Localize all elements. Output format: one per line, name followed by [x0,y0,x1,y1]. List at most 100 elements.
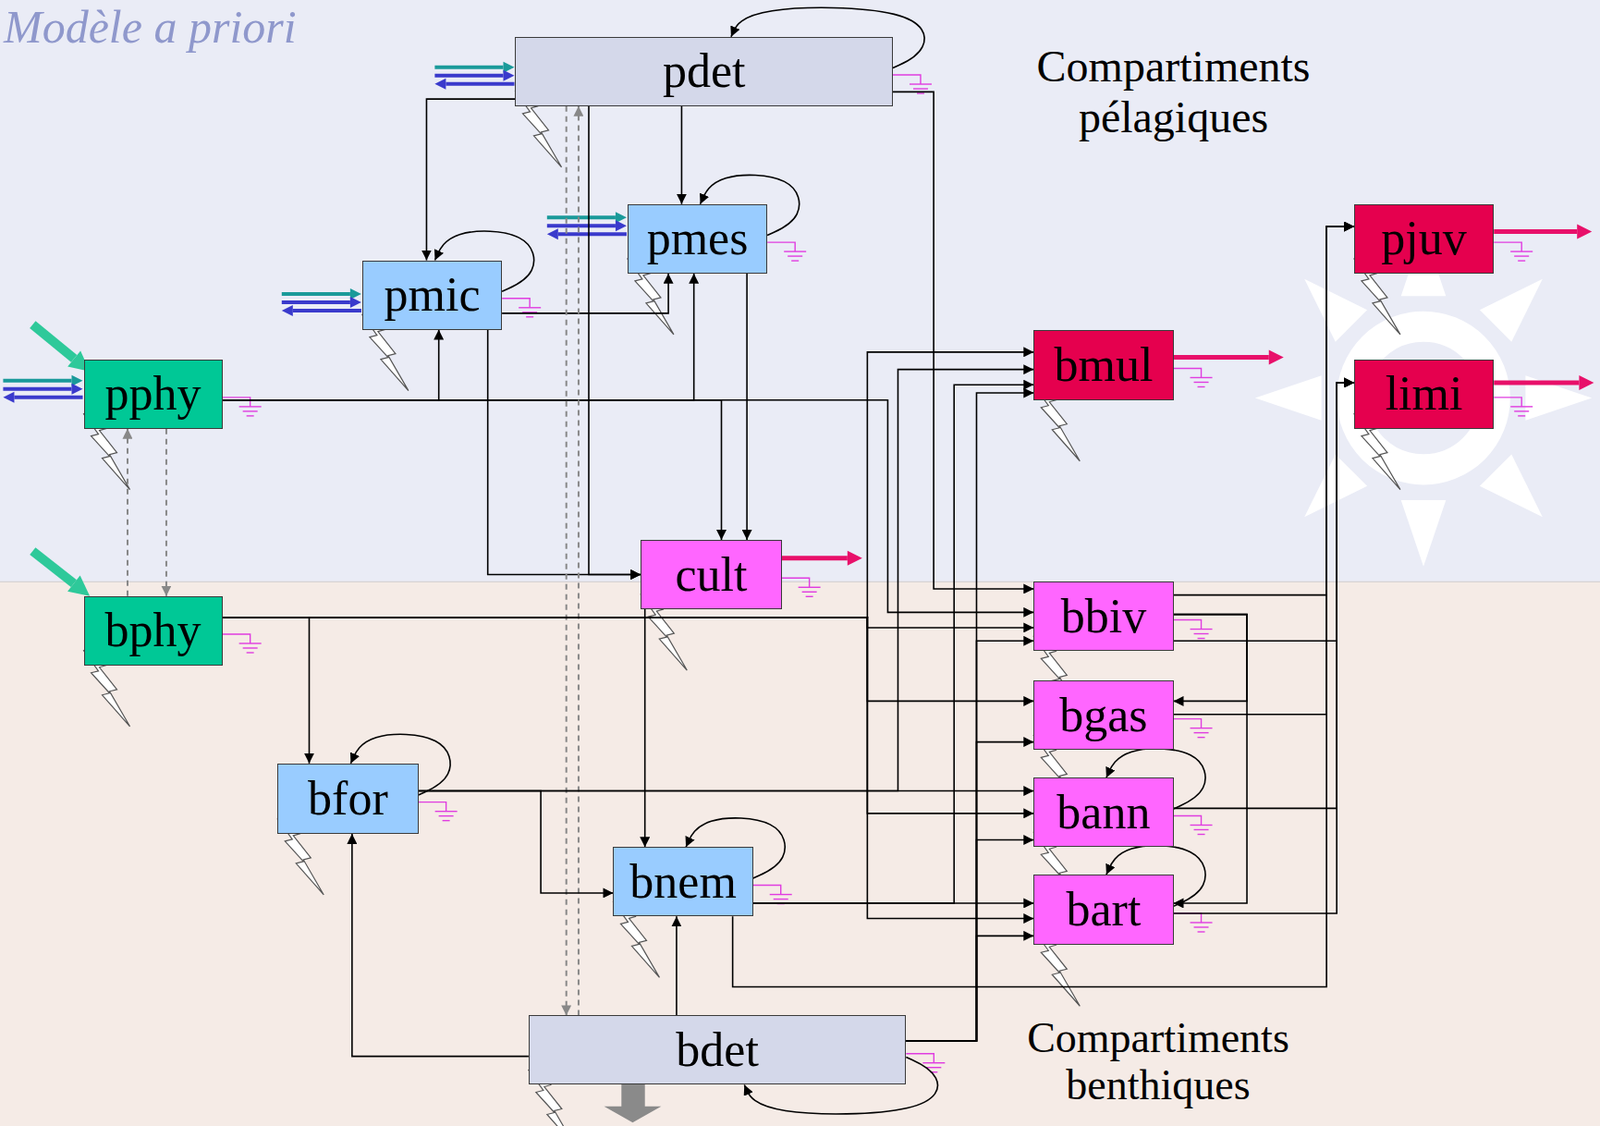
sun-ray [1479,279,1543,342]
arrow-head [502,70,514,82]
compartment-box: limi [1354,359,1494,429]
flow-arrow [905,392,1034,1041]
ground-bar [1194,732,1210,733]
flow-arrow [905,840,1034,1041]
ground-bar [439,815,454,817]
ground-bar [1194,829,1210,831]
exchange-arrow [2,391,83,404]
compartment-box: pjuv [1354,204,1494,274]
ground-bar [1190,628,1213,630]
exchange-arrow [2,383,83,395]
exchange-arrow [281,296,362,308]
ground-bar [1197,637,1206,639]
arrow-shaft [293,308,362,313]
exchange-arrow [281,305,362,317]
ground-bar [1190,921,1213,923]
arrow-shaft [13,395,83,400]
ground-bar [246,415,255,416]
region-label: Compartiments benthiques [982,1014,1334,1109]
flow-arrow [222,617,310,764]
ground-symbol [222,634,262,653]
flow-arrow [644,609,647,847]
ground-wire [767,242,795,252]
compartment-name: bann [1056,788,1150,837]
exchange-arrow [547,228,627,240]
ground-bar [525,316,534,318]
flow-arrow [732,226,1355,987]
arrow-head [434,78,446,90]
flow-arrow [501,273,669,314]
ground-symbol [753,885,793,904]
compartment-box: pmes [627,204,768,274]
exchange-arrow [434,61,514,74]
arrow-shaft [434,65,503,70]
exchange-arrow [434,70,514,82]
ground-bar [1190,377,1213,379]
flow-arrow [1173,226,1355,715]
arrow-head [615,219,627,232]
ground-bar [783,250,807,252]
ground-wire [1173,913,1202,923]
exchange-link [565,106,568,1016]
ground-symbol [892,74,932,94]
flow-arrow [675,916,678,1015]
arrow-shaft [547,215,616,220]
flow-arrow [1173,382,1355,914]
ground-bar [1517,259,1526,261]
ground-bar [243,647,258,648]
exchange-link [577,106,580,1016]
light-arrow [32,550,90,597]
sun-ray [1401,500,1447,567]
ground-bar [1194,381,1210,383]
arrow-head [72,383,84,395]
sun-ray [1255,375,1322,421]
exchange-link [165,428,168,597]
flow-arrow [222,352,1035,618]
ground-wire [1173,620,1202,630]
flow-arrow [1173,614,1248,702]
ground-wire [1173,367,1202,378]
ground-bar [239,405,262,407]
ground-bar [806,596,814,598]
ground-wire [892,74,921,85]
flow-arrow [352,833,529,1057]
ground-bar [773,898,789,900]
exchange-arrow [547,211,627,223]
flow-arrow [892,91,1034,589]
ground-symbol [418,802,458,821]
arrow-head [1269,349,1284,365]
ground-bar [518,306,541,308]
arrow-head [1576,224,1592,240]
flow-arrow [905,640,1034,1041]
ground-bar [802,591,818,593]
ground-symbol [1493,242,1533,261]
ground-bar [913,87,929,89]
arrow-shaft [2,378,72,383]
arrow-shaft [32,550,74,584]
compartment-name: pphy [105,369,202,418]
flow-arrow [905,935,1034,1041]
ground-symbol [1173,816,1213,835]
ground-wire [222,634,251,644]
compartment-box: pdet [514,36,892,107]
ground-bar [791,259,799,261]
ground-bar [916,92,925,94]
ground-bar [1510,250,1533,252]
ground-bar [1197,386,1206,388]
output-arrow [1493,375,1594,391]
sun-ray [1304,279,1368,342]
exchange-arrow [547,219,627,232]
ground-wire [501,298,530,308]
arrow-head [67,574,90,596]
flow-arrow [222,617,1035,702]
ground-bar [246,651,255,653]
compartment-box: bart [1033,874,1173,945]
arrow-shaft [1493,229,1577,234]
arrow-head [2,391,14,404]
flow-arrow [418,791,614,893]
arrow-head [547,228,559,240]
compartment-name: bgas [1059,691,1148,740]
pelagic-band [0,0,1600,582]
ground-symbol [1173,367,1213,387]
flow-arrow [222,400,722,540]
